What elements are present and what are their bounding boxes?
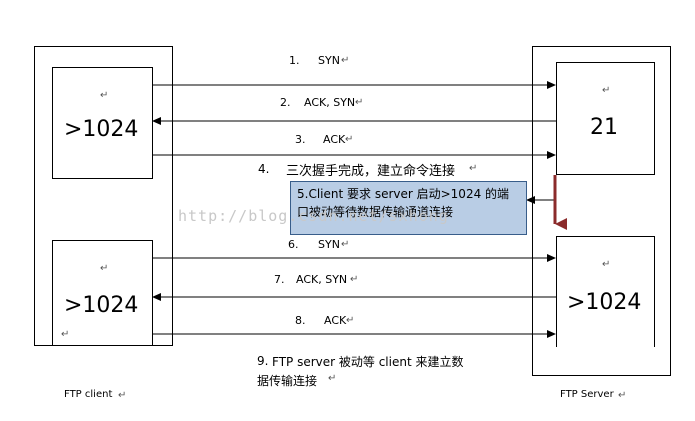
step4-text: 三次握手完成，建立命令连接 — [286, 164, 456, 179]
step6-num: 6. — [288, 238, 299, 251]
paragraph-mark: ↵ — [328, 373, 337, 384]
paragraph-mark: ↵ — [345, 134, 354, 145]
paragraph-mark: ↵ — [602, 85, 611, 96]
client-port-top: >1024 — [64, 117, 139, 142]
step8-text: ACK — [324, 314, 347, 327]
step9-num: 9. — [257, 354, 269, 368]
client-port-bottom: >1024 — [64, 293, 139, 318]
paragraph-mark: ↵ — [100, 263, 109, 274]
server-port-bottom: >1024 — [567, 290, 642, 315]
paragraph-mark: ↵ — [100, 90, 109, 101]
step6-text: SYN — [318, 238, 340, 251]
step8-num: 8. — [295, 314, 306, 327]
step7-text: ACK, SYN — [296, 273, 348, 286]
watermark: http://blog.csdn.net/sxhong — [178, 207, 449, 225]
server-label: FTP Server — [560, 389, 614, 400]
step9-line2: 据传输连接 — [257, 374, 318, 388]
step1-num: 1. — [289, 54, 300, 67]
step5-note: 5.Client 要求 server 启动>1024 的端口被动等待数据传输通道… — [290, 181, 527, 235]
step1-text: SYN — [318, 54, 340, 67]
step3-num: 3. — [295, 133, 306, 146]
paragraph-mark: ↵ — [618, 390, 627, 401]
paragraph-mark: ↵ — [602, 259, 611, 270]
client-label: FTP client — [64, 389, 113, 400]
server-port-box-top: ↵ 21 — [556, 62, 655, 175]
step4-num: 4. — [258, 162, 270, 176]
server-port-top: 21 — [590, 115, 618, 140]
paragraph-mark: ↵ — [118, 390, 127, 401]
paragraph-mark: ↵ — [61, 329, 70, 340]
server-port-box-bottom: ↵ >1024 — [556, 236, 655, 347]
paragraph-mark: ↵ — [469, 163, 478, 174]
paragraph-mark: ↵ — [350, 274, 359, 285]
step5-text: 5.Client 要求 server 启动>1024 的端口被动等待数据传输通道… — [297, 187, 510, 219]
step7-num: 7. — [274, 273, 285, 286]
paragraph-mark: ↵ — [341, 239, 350, 250]
paragraph-mark: ↵ — [355, 97, 364, 108]
step3-text: ACK — [323, 133, 346, 146]
step2-num: 2. — [280, 96, 291, 109]
client-port-box-bottom: ↵ >1024 ↵ — [52, 240, 153, 346]
step9-line1: FTP server 被动等 client 来建立数 — [272, 355, 464, 369]
client-port-box-top: ↵ >1024 — [52, 67, 153, 179]
step2-text: ACK, SYN — [304, 96, 356, 109]
paragraph-mark: ↵ — [346, 315, 355, 326]
paragraph-mark: ↵ — [341, 55, 350, 66]
